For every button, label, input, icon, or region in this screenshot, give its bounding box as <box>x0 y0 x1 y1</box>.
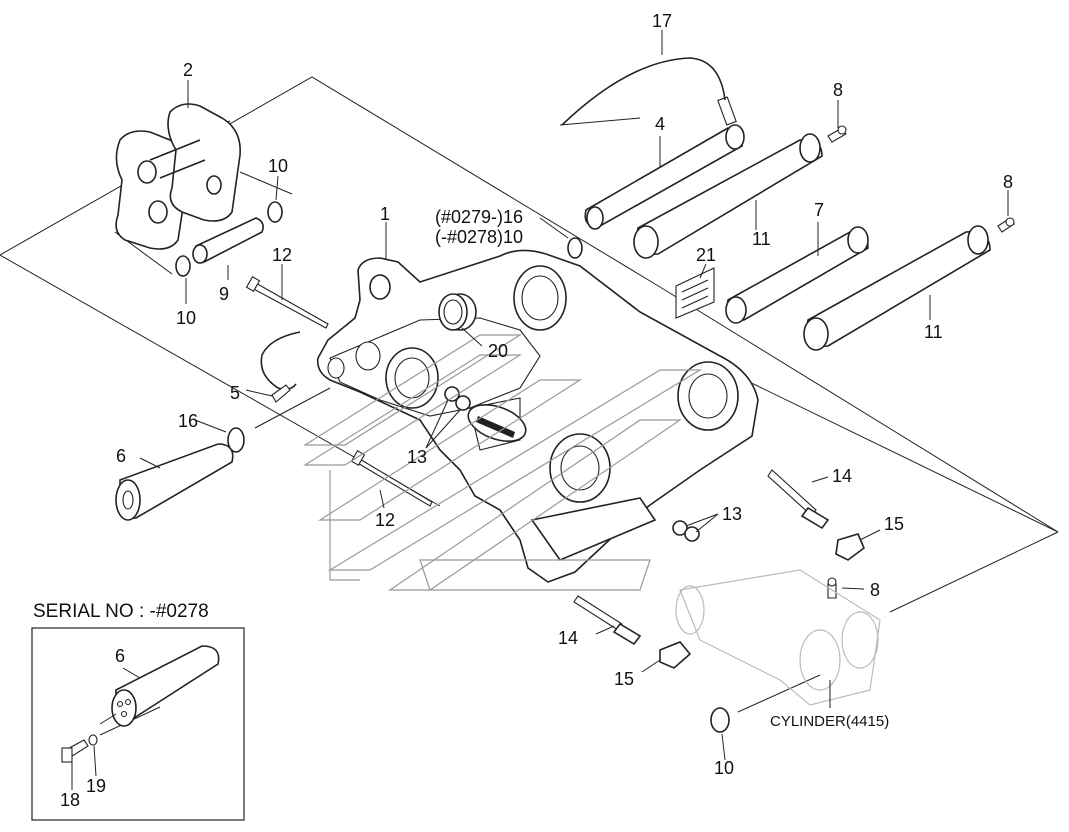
label-1: 1 <box>380 204 390 224</box>
part-7-pin <box>725 226 869 324</box>
part-1-main-frame <box>316 249 759 583</box>
label-4: 4 <box>655 114 665 134</box>
ghost-cylinder <box>675 569 881 706</box>
label-11: 11 <box>752 229 771 249</box>
label-17: 17 <box>652 11 672 31</box>
label-14: 14 <box>558 628 578 648</box>
label-18: 18 <box>60 790 80 810</box>
part-2-bracket <box>115 103 241 250</box>
part-5-wire-clip <box>260 331 301 403</box>
part-10-washers <box>175 201 730 733</box>
label-12: 12 <box>272 245 292 265</box>
label-2: 2 <box>183 60 193 80</box>
label-10: 10 <box>268 156 288 176</box>
part-6-pin <box>115 427 245 521</box>
label-9: 9 <box>219 284 229 304</box>
label-7: 7 <box>814 200 824 220</box>
label-8: 8 <box>833 80 843 100</box>
label-11: 11 <box>924 322 943 342</box>
part-11-long-pins <box>633 133 991 351</box>
logo-plate <box>467 403 527 443</box>
label-15: 15 <box>614 669 634 689</box>
serial-inset <box>31 627 245 821</box>
label-10: 10 <box>176 308 196 328</box>
label-10: 10 <box>714 758 734 778</box>
label-14: 14 <box>832 466 852 486</box>
label-cylinder: CYLINDER(4415) <box>770 713 889 730</box>
label-19: 19 <box>86 776 106 796</box>
part-17-cable <box>561 57 726 126</box>
part-14-15-fittings <box>573 469 865 669</box>
part-20-bushing <box>438 293 468 331</box>
label-6: 6 <box>116 446 126 466</box>
part-21-label <box>675 267 715 319</box>
decal-ghost-outline <box>302 334 703 591</box>
part-13-nuts <box>444 386 700 542</box>
label-5: 5 <box>230 383 240 403</box>
label-serial-16: (#0279-)16 <box>435 207 523 227</box>
label-16: 16 <box>178 411 198 431</box>
label-13: 13 <box>722 504 742 524</box>
part-12-bolts <box>245 276 433 507</box>
label-6-inset: 6 <box>115 646 125 666</box>
label-20: 20 <box>488 341 508 361</box>
label-21: 21 <box>696 245 716 265</box>
part-8-grease-nipples <box>827 125 1015 599</box>
part-9-pin <box>192 217 264 264</box>
label-12: 12 <box>375 510 395 530</box>
serial-inset-title: SERIAL NO : -#0278 <box>33 601 209 622</box>
label-serial-10: (-#0278)10 <box>435 227 523 247</box>
label-8: 8 <box>870 580 880 600</box>
label-8: 8 <box>1003 172 1013 192</box>
label-15: 15 <box>884 514 904 534</box>
label-13: 13 <box>407 447 427 467</box>
leader-lines <box>139 30 1009 761</box>
part-number-labels: 2 17 4 8 8 1 (#0279-)16 (-#0278)10 11 7 … <box>33 11 1013 810</box>
part-4-pin <box>584 96 745 230</box>
